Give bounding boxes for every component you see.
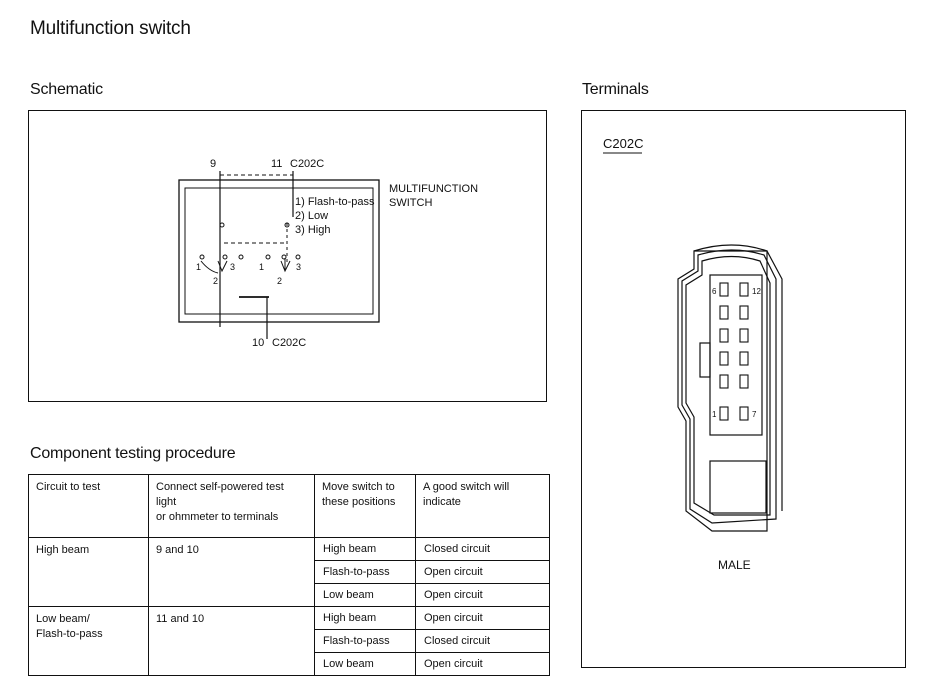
terminals-cell: 9 and 10 bbox=[148, 537, 315, 607]
table-row: Low beam Open circuit bbox=[29, 583, 550, 607]
contact-top-right bbox=[284, 222, 290, 228]
terminals-title: Terminals bbox=[582, 81, 649, 98]
terminals-cell: 11 and 10 bbox=[148, 606, 315, 676]
pin-number-12: 12 bbox=[752, 287, 761, 296]
schematic-diagram: 9 11 C202C MULTIFUNCTION SWITCH 1) Flash… bbox=[178, 158, 478, 349]
pin-number-6: 6 bbox=[712, 287, 717, 296]
contact-label-a3: 3 bbox=[230, 262, 235, 272]
connector-outline-mid bbox=[681, 249, 777, 524]
position-cell: Low beam bbox=[314, 583, 416, 607]
testing-title: Component testing procedure bbox=[30, 445, 236, 462]
switch-outline bbox=[178, 179, 380, 323]
switch-inner-outline bbox=[184, 187, 374, 315]
contact-label-b3: 3 bbox=[296, 262, 301, 272]
header-result: A good switch will indicate bbox=[415, 474, 550, 538]
testing-table: Circuit to test Connect self-powered tes… bbox=[28, 474, 550, 676]
contact-b2 bbox=[281, 254, 287, 260]
table-row: Flash-to-pass Open circuit bbox=[29, 560, 550, 584]
schematic-panel: 9 11 C202C MULTIFUNCTION SWITCH 1) Flash… bbox=[28, 110, 547, 402]
circuit-cell: High beam bbox=[28, 537, 149, 607]
header-terminals: Connect self-powered test light or ohmme… bbox=[148, 474, 315, 538]
result-cell: Open circuit bbox=[415, 560, 550, 584]
contact-b1 bbox=[265, 254, 271, 260]
component-label-2: SWITCH bbox=[389, 197, 432, 209]
position-cell: Flash-to-pass bbox=[314, 560, 416, 584]
position-label-2: 2) Low bbox=[295, 210, 328, 222]
pin-grid bbox=[719, 282, 749, 421]
connector-outline-outer-top bbox=[693, 244, 783, 511]
contact-a3 bbox=[222, 254, 228, 260]
contact-b3 bbox=[295, 254, 301, 260]
latch-box bbox=[709, 460, 767, 514]
position-label-3: 3) High bbox=[295, 224, 330, 236]
page-title: Multifunction switch bbox=[30, 18, 191, 39]
contact-label-a1: 1 bbox=[196, 262, 201, 272]
result-cell: Open circuit bbox=[415, 583, 550, 607]
contact-top-left bbox=[219, 222, 225, 228]
contact-a1 bbox=[199, 254, 205, 260]
position-cell: Low beam bbox=[314, 652, 416, 676]
contact-label-b1: 1 bbox=[259, 262, 264, 272]
table-row: Low beam Open circuit bbox=[29, 652, 550, 676]
schematic-title: Schematic bbox=[30, 81, 103, 98]
connector-id-label: C202C bbox=[603, 136, 643, 151]
result-cell: Open circuit bbox=[415, 652, 550, 676]
position-label-1: 1) Flash-to-pass bbox=[295, 196, 375, 208]
position-cell: Flash-to-pass bbox=[314, 629, 416, 653]
table-header-row: Circuit to test Connect self-powered tes… bbox=[28, 474, 550, 538]
contact-label-a2: 2 bbox=[213, 276, 218, 286]
pin-label-11: 11 bbox=[271, 158, 282, 170]
result-cell: Open circuit bbox=[415, 606, 550, 630]
connector-label-top: C202C bbox=[290, 158, 324, 170]
pin-label-9: 9 bbox=[210, 158, 216, 170]
component-label-1: MULTIFUNCTION bbox=[389, 183, 478, 195]
pin-label-10: 10 bbox=[252, 337, 264, 349]
position-cell: High beam bbox=[314, 537, 416, 561]
table-row: High beam 9 and 10 High beam Closed circ… bbox=[28, 537, 550, 607]
connector-label-bottom: C202C bbox=[272, 337, 306, 349]
result-cell: Closed circuit bbox=[415, 537, 550, 561]
circuit-cell: Low beam/ Flash-to-pass bbox=[28, 606, 149, 676]
wiper-a bbox=[200, 260, 219, 274]
header-circuit: Circuit to test bbox=[28, 474, 149, 538]
connector-face-diagram: C202C 6 12 1 7 MALE bbox=[603, 136, 783, 572]
connector-outline-outer bbox=[677, 250, 768, 532]
keyway bbox=[699, 342, 711, 378]
contact-a3b bbox=[238, 254, 244, 260]
contact-label-b2: 2 bbox=[277, 276, 282, 286]
header-positions: Move switch to these positions bbox=[314, 474, 416, 538]
pin-number-7: 7 bbox=[752, 410, 757, 419]
terminals-panel: C202C 6 12 1 7 MALE bbox=[581, 110, 906, 668]
gender-label: MALE bbox=[718, 558, 751, 572]
connector-outline-inner bbox=[685, 255, 771, 516]
result-cell: Closed circuit bbox=[415, 629, 550, 653]
position-cell: High beam bbox=[314, 606, 416, 630]
wiper-a-arrow bbox=[217, 260, 228, 273]
table-row: Low beam/ Flash-to-pass 11 and 10 High b… bbox=[28, 606, 550, 676]
pin-number-1: 1 bbox=[712, 410, 717, 419]
